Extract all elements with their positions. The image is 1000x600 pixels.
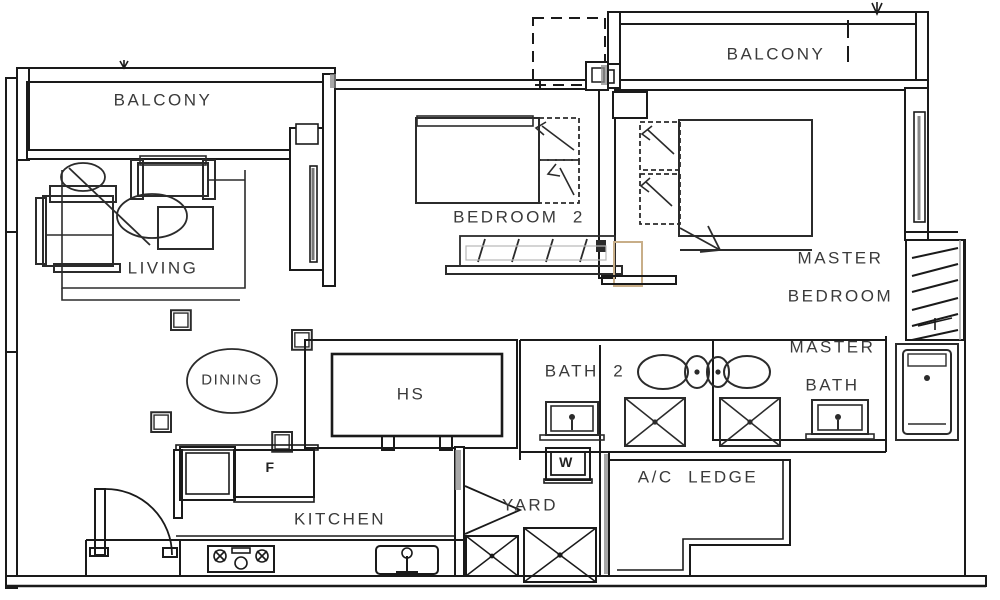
master-bath-fixtures xyxy=(706,317,959,441)
wall-shading xyxy=(330,65,608,574)
exterior-walls xyxy=(5,2,987,589)
yard-and-ac-ledge xyxy=(464,447,791,583)
bedroom-2-furniture xyxy=(415,115,623,275)
bath-2-fixtures xyxy=(539,354,781,447)
kitchen-fittings xyxy=(85,444,465,577)
dining-set xyxy=(140,299,323,463)
master-wardrobe-hatched xyxy=(905,239,965,341)
main-entrance-door xyxy=(89,488,178,558)
living-room-furniture xyxy=(35,155,246,301)
bathroom-walls xyxy=(519,336,887,460)
master-bedroom-furniture xyxy=(601,119,813,287)
household-shelter-walls xyxy=(304,339,518,451)
